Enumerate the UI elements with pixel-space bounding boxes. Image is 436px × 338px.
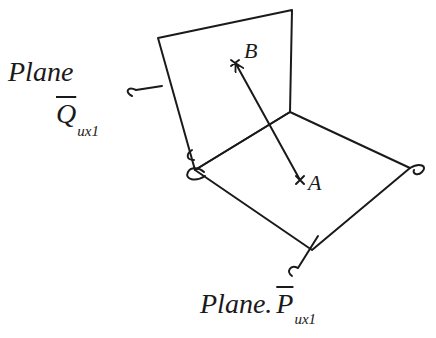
rotation-curl	[187, 168, 205, 179]
leader-line	[128, 86, 162, 96]
point-label: B	[244, 40, 257, 62]
plane-symbol: P	[276, 290, 293, 318]
plane-subscript: ux1	[294, 312, 316, 327]
plane-symbol: Q	[56, 100, 76, 128]
rotation-curl	[410, 165, 424, 174]
plane-label: Plane	[8, 58, 73, 86]
point-label: A	[308, 172, 321, 194]
rotation-curl	[188, 150, 194, 160]
plane-subscript: ux1	[77, 124, 99, 139]
vector-arrow	[236, 64, 300, 180]
point-marker	[296, 176, 304, 184]
plane-label: Plane.	[200, 290, 272, 318]
leader-line	[289, 236, 318, 276]
plane-p	[195, 112, 410, 250]
point-marker	[231, 60, 239, 66]
plane-q	[158, 10, 292, 170]
